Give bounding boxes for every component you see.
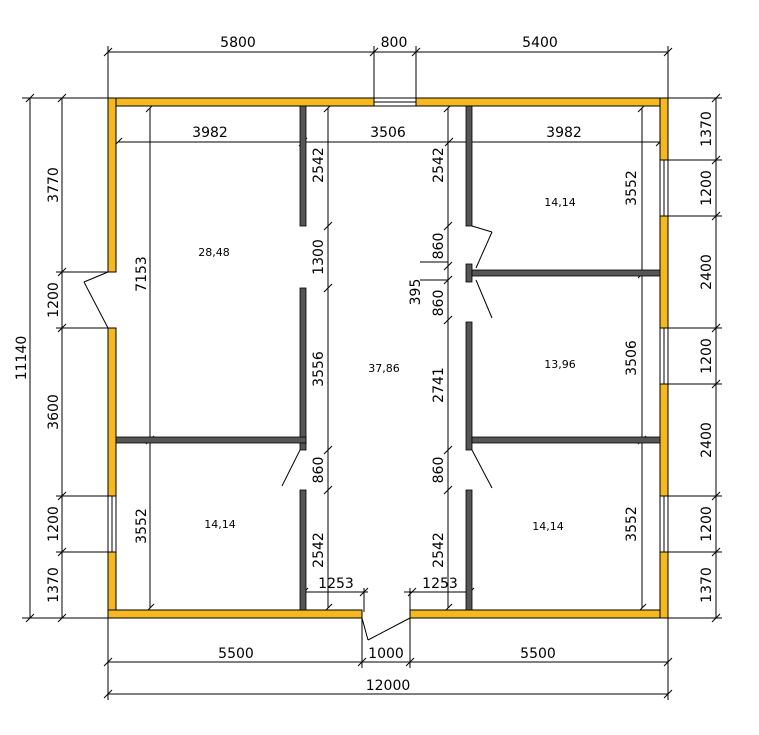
dim-mid-left: 1300	[311, 239, 327, 275]
dim-right-inner: 3506	[624, 340, 640, 376]
dim-right-outer: 1370	[699, 567, 715, 603]
dim-top-middle: 800	[381, 35, 408, 51]
dim-right-outer: 2400	[699, 254, 715, 290]
dim-mid-left: 2542	[311, 147, 327, 183]
dim-right-outer: 1370	[699, 111, 715, 147]
dim-left-outer: 1200	[46, 282, 62, 318]
dim-right-outer: 1200	[699, 506, 715, 542]
outer-walls	[107, 97, 669, 619]
dim-right-outer: 1200	[699, 170, 715, 206]
dim-right-outer: 2400	[699, 422, 715, 458]
dim-top-left: 5800	[220, 35, 256, 51]
dim-mid-right: 860	[431, 233, 447, 260]
dim-door-left: 1253	[318, 576, 354, 592]
dim-mid-right: 2542	[431, 147, 447, 183]
dim-inner-top-left: 3982	[192, 125, 228, 141]
dim-mid-right: 2542	[431, 532, 447, 568]
dim-inner-top-middle: 3506	[370, 125, 406, 141]
room-area-label: 14,14	[544, 196, 576, 209]
dim-door-right: 1253	[422, 576, 458, 592]
dim-mid-right: 860	[431, 457, 447, 484]
dimension-labels: 5800 800 5400 3982 3506 3982 5500 1000 5…	[14, 35, 715, 694]
room-area-label: 28,48	[198, 246, 230, 259]
dim-left-outer: 3600	[46, 394, 62, 430]
dim-total-width: 12000	[366, 678, 411, 694]
dim-right-inner: 3552	[624, 506, 640, 542]
room-area-label: 13,96	[544, 358, 576, 371]
dim-mid-right: 2741	[431, 367, 447, 403]
dim-total-height: 11140	[14, 336, 30, 381]
dim-mid-left: 2542	[311, 532, 327, 568]
door-swings	[83, 225, 493, 641]
dim-mid-right: 395	[408, 279, 424, 306]
dimension-lines	[22, 46, 722, 700]
dim-bottom-right: 5500	[520, 646, 556, 662]
room-area-label: 37,86	[368, 362, 400, 375]
dim-bottom-middle: 1000	[368, 646, 404, 662]
dim-top-right: 5400	[522, 35, 558, 51]
dim-mid-right: 860	[431, 290, 447, 317]
dim-mid-left: 860	[311, 457, 327, 484]
room-area-label: 14,14	[532, 520, 564, 533]
inner-walls	[115, 105, 661, 611]
dim-left-outer: 1370	[46, 567, 62, 603]
room-area-label: 14,14	[204, 518, 236, 531]
dim-left-inner: 7153	[134, 256, 150, 292]
dim-right-inner: 3552	[624, 170, 640, 206]
room-areas: 28,48 37,86 14,14 13,96 14,14 14,14	[198, 196, 576, 533]
dim-left-outer: 3770	[46, 167, 62, 203]
dim-left-outer: 1200	[46, 506, 62, 542]
windows	[107, 97, 669, 553]
dim-left-inner: 3552	[134, 508, 150, 544]
dim-right-outer: 1200	[699, 338, 715, 374]
dim-inner-top-right: 3982	[546, 125, 582, 141]
dim-bottom-left: 5500	[218, 646, 254, 662]
dim-mid-left: 3556	[311, 351, 327, 387]
